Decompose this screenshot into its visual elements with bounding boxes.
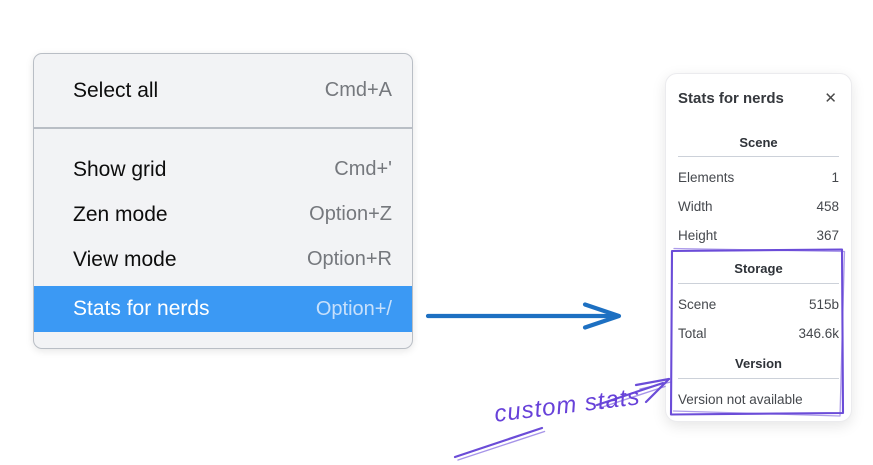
stat-value: 515b	[808, 297, 839, 312]
stat-row-total-storage: Total 346.6k	[678, 319, 839, 348]
menu-item-shortcut: Option+/	[315, 297, 392, 320]
menu-item-view-mode[interactable]: View mode Option+R	[34, 237, 412, 282]
section-title: Version	[735, 356, 782, 371]
stat-label: Elements	[678, 170, 735, 185]
context-menu: Select all Cmd+A Show grid Cmd+' Zen mod…	[33, 53, 413, 349]
menu-item-shortcut: Option+Z	[309, 203, 392, 225]
menu-item-shortcut: Cmd+A	[324, 79, 392, 101]
menu-item-zen-mode[interactable]: Zen mode Option+Z	[34, 192, 412, 237]
version-note: Version not available	[678, 392, 803, 407]
close-icon[interactable]: ✕	[824, 89, 837, 107]
menu-item-label: Show grid	[73, 157, 167, 181]
menu-item-show-grid[interactable]: Show grid Cmd+'	[34, 147, 412, 192]
section-storage: Storage Scene 515b Total 346.6k	[678, 260, 839, 348]
stat-row-elements: Elements 1	[678, 163, 839, 192]
stat-label: Scene	[678, 297, 717, 312]
pointer-arrow-icon	[425, 302, 622, 330]
menu-item-label: Stats for nerds	[73, 297, 210, 320]
stat-value: 458	[816, 199, 839, 214]
annotation-label: custom stats	[492, 383, 642, 428]
section-scene: Scene Elements 1 Width 458 Height 367	[678, 134, 839, 250]
section-divider	[678, 156, 839, 157]
menu-item-shortcut: Cmd+'	[334, 158, 392, 180]
stat-row-height: Height 367	[678, 221, 839, 250]
stat-label: Width	[678, 199, 713, 214]
stat-label: Height	[678, 228, 718, 243]
menu-item-select-all[interactable]: Select all Cmd+A	[34, 54, 412, 127]
section-divider	[678, 378, 839, 379]
menu-item-label: View mode	[73, 247, 177, 271]
stat-value: 1	[831, 170, 839, 185]
section-divider	[678, 283, 839, 284]
menu-divider	[34, 127, 412, 129]
stat-label: Total	[678, 326, 707, 341]
stats-panel-title: Stats for nerds	[678, 89, 784, 107]
section-version: Version Version not available	[678, 355, 839, 407]
section-title: Storage	[734, 261, 783, 276]
stat-row-scene-storage: Scene 515b	[678, 290, 839, 319]
stat-value: 367	[816, 228, 839, 243]
menu-item-label: Select all	[73, 78, 159, 102]
menu-group: Show grid Cmd+' Zen mode Option+Z View m…	[34, 129, 412, 332]
stats-panel: Stats for nerds ✕ Scene Elements 1 Width…	[665, 73, 852, 422]
stats-panel-header: Stats for nerds ✕	[678, 88, 839, 108]
menu-item-label: Zen mode	[73, 202, 168, 226]
stat-value: 346.6k	[798, 326, 839, 341]
menu-item-stats-for-nerds[interactable]: Stats for nerds Option+/	[34, 286, 412, 332]
stat-row-width: Width 458	[678, 192, 839, 221]
section-title: Scene	[739, 135, 778, 150]
menu-item-shortcut: Option+R	[306, 248, 392, 270]
